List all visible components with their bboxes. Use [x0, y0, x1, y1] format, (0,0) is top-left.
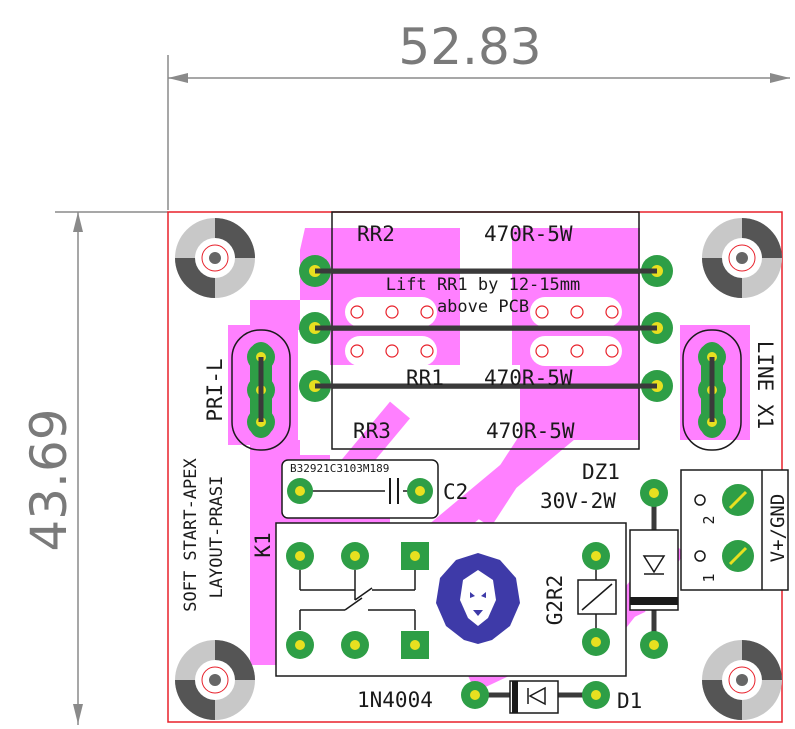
mounting-hole-tr-icon: [702, 218, 782, 298]
dz1-label: DZ1: [582, 460, 620, 484]
rr3-label: RR3: [353, 419, 391, 443]
lift-note-line2: above PCB: [437, 297, 529, 317]
mounting-hole-bl-icon: [175, 640, 255, 720]
relay-k1: [275, 522, 627, 677]
pri-l-label: PRI-L: [203, 358, 227, 421]
terminal-pin1-label: 1: [700, 573, 718, 582]
c2-capacitor: [281, 459, 439, 519]
width-dimension: 52.83: [398, 18, 541, 76]
dz1-value: 30V-2W: [540, 489, 616, 513]
pri-l-connector: [231, 329, 291, 451]
rr2-label: RR2: [357, 222, 395, 246]
d1-diode: [461, 680, 610, 714]
rr2-value: 470R-5W: [484, 222, 573, 246]
lift-note-line1: Lift RR1 by 12-15mm: [386, 275, 580, 295]
mounting-holes: [175, 218, 782, 720]
resistor-vent-holes: [345, 297, 622, 366]
terminal-v-gnd-label: V+/GND: [767, 494, 789, 563]
c2-part-number: B32921C3103M189: [290, 462, 389, 475]
line-x1-connector: [682, 329, 742, 451]
mounting-hole-br-icon: [702, 640, 782, 720]
rr1-value: 470R-5W: [484, 366, 573, 390]
lion-logo-icon: [436, 553, 520, 644]
rr3-value: 470R-5W: [486, 419, 575, 443]
rr1-label: RR1: [406, 366, 444, 390]
dimension-lines: [55, 55, 790, 725]
credit-line1: SOFT START-APEX: [181, 457, 201, 611]
credit-line2: LAYOUT-PRASI: [207, 476, 227, 599]
d1-label: D1: [617, 689, 642, 713]
g2r2-label: G2R2: [543, 575, 567, 626]
mounting-hole-tl-icon: [175, 218, 255, 298]
g2r2-coil: [577, 542, 617, 656]
terminal-pin2-label: 2: [700, 515, 718, 524]
k1-label: K1: [251, 532, 275, 557]
c2-label: C2: [443, 480, 468, 504]
terminal-block-v-gnd: [680, 469, 789, 591]
resistor-pads: [299, 255, 673, 402]
height-dimension: 43.69: [20, 408, 78, 551]
line-x1-label: LINE X1: [753, 341, 777, 430]
dz1-zener-diode: [629, 479, 679, 659]
d1-value: 1N4004: [357, 688, 433, 712]
